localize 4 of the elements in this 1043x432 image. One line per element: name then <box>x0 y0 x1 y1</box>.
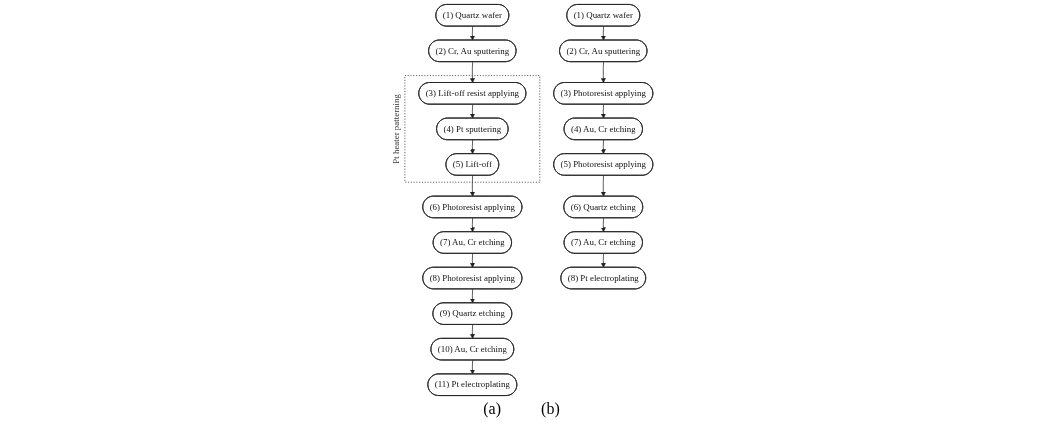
panel-label: (a) <box>483 400 502 418</box>
panel-label: (b) <box>541 400 560 418</box>
node-label: Pt heater patterning <box>390 94 401 164</box>
cluster <box>404 75 540 183</box>
